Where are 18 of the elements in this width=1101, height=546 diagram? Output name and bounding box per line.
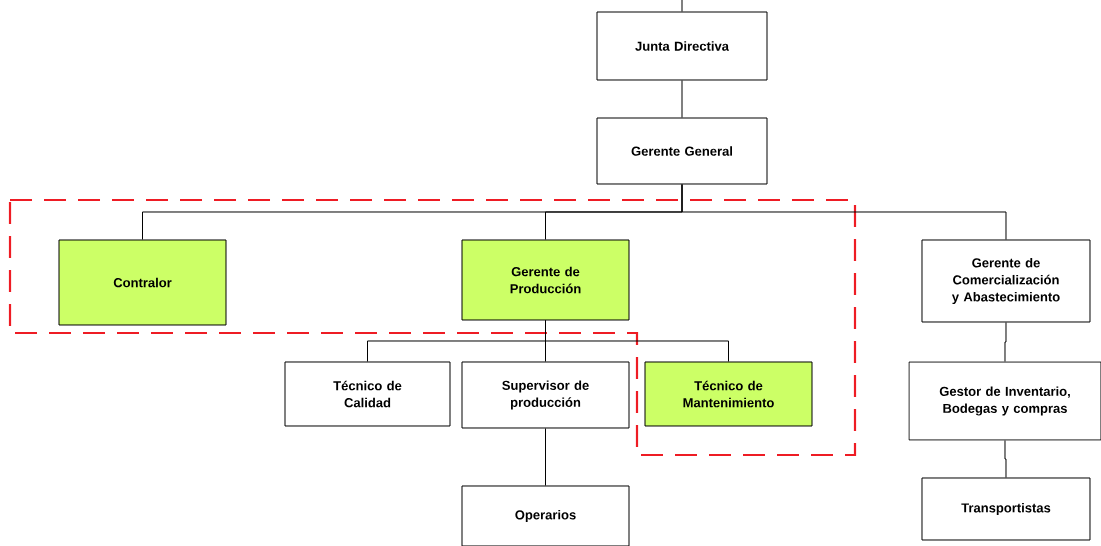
highlighted-box: Contralor <box>58 239 227 326</box>
connector-line <box>681 80 683 118</box>
connector-line <box>681 184 1007 240</box>
connector-line <box>545 320 729 362</box>
connector-line <box>1004 440 1007 478</box>
highlighted-box: Gerente de Producción <box>461 239 630 321</box>
highlighted-box: Técnico de Mantenimiento <box>644 361 813 427</box>
position-box: Operarios <box>461 485 630 546</box>
position-box: Gestor de Inventario, Bodegas y compras <box>908 361 1101 441</box>
position-box: Técnico de Calidad <box>284 361 451 427</box>
connector-line <box>681 0 683 12</box>
connector-line <box>545 428 546 486</box>
position-box: Junta Directiva <box>596 11 768 81</box>
connector-line <box>1004 322 1007 362</box>
position-box: Transportistas <box>921 477 1091 541</box>
position-box: Gerente General <box>596 117 768 185</box>
position-box: Supervisor de producción <box>461 361 630 429</box>
position-box: Gerente de Comercialización y Abastecimiento <box>921 239 1091 323</box>
